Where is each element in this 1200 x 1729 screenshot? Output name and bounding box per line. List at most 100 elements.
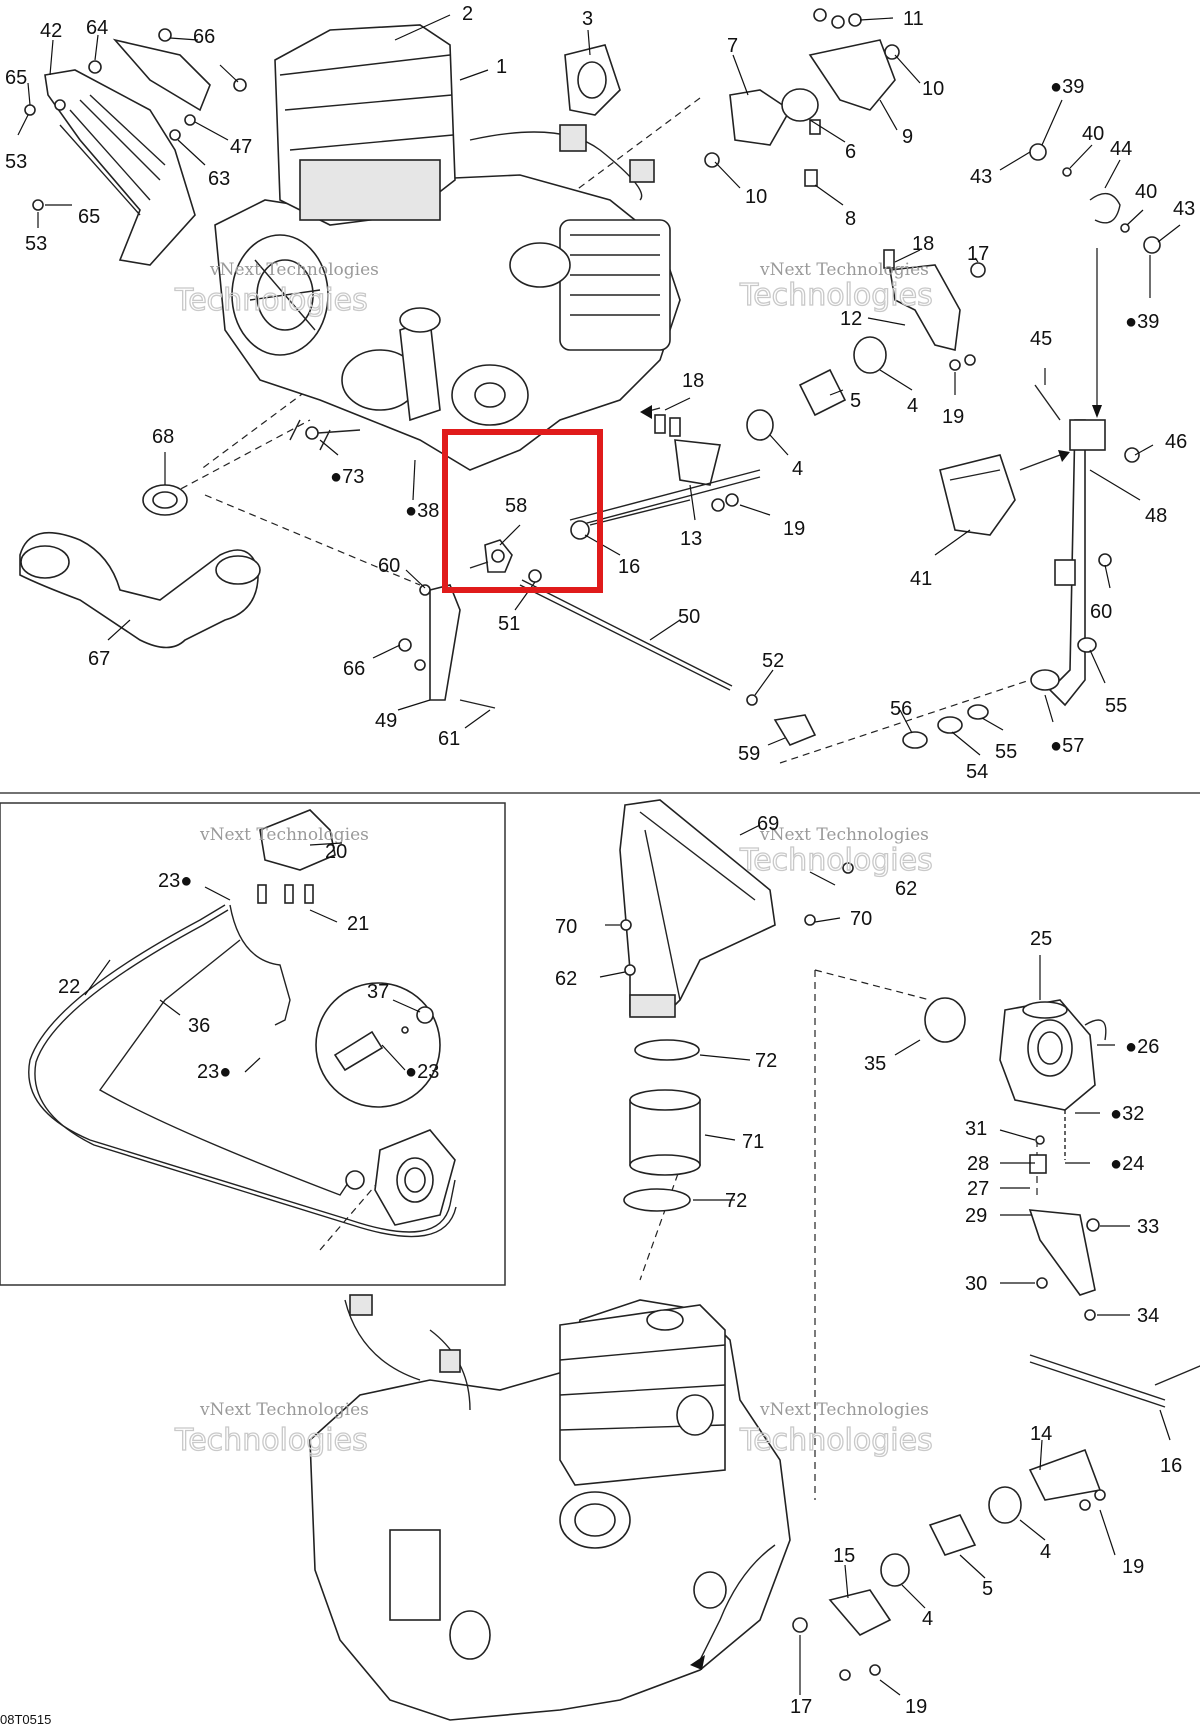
callout-number: 28: [967, 1153, 989, 1175]
callout-number: 47: [230, 136, 252, 158]
callout-31: 31: [965, 1118, 987, 1140]
callout-number: 58: [505, 495, 527, 517]
svg-text:Technologies: Technologies: [739, 843, 933, 878]
callout-number: 53: [25, 233, 47, 255]
callout-number: 54: [966, 761, 988, 783]
callout-19: 19: [1122, 1556, 1144, 1578]
callout-5: 5: [850, 390, 861, 412]
callout-number: 45: [1030, 328, 1052, 350]
callout-52: 52: [762, 650, 784, 672]
callout-number: 72: [725, 1190, 747, 1212]
bracket-group-6-11: [704, 8, 900, 187]
callout-number: 39: [1137, 311, 1159, 333]
callout-68: 68: [152, 426, 174, 448]
callout-9: 9: [902, 126, 913, 148]
callout-50: 50: [678, 606, 700, 628]
callout-number: 43: [970, 166, 992, 188]
callout-number: 62: [555, 968, 577, 990]
oil-drop-icon: ●: [1110, 1103, 1122, 1125]
carburetor-25: [924, 997, 1107, 1321]
callout-36: 36: [188, 1015, 210, 1037]
tie-rod-end-58: [469, 499, 691, 583]
callout-65: 65: [5, 67, 27, 89]
callout-number: 39: [1062, 76, 1084, 98]
engine-mount-4-5-top: [640, 336, 887, 441]
oil-drop-icon: ●: [330, 466, 342, 488]
callout-number: 56: [890, 698, 912, 720]
svg-text:vNext Technologies: vNext Technologies: [199, 1400, 369, 1420]
airbox-69: [619, 799, 854, 1018]
callout-27: 27: [967, 1178, 989, 1200]
callout-number: 34: [1137, 1305, 1159, 1327]
oil-drop-icon: ●: [1125, 1036, 1137, 1058]
callout-39: ●39: [1125, 311, 1159, 333]
callout-number: 5: [850, 390, 861, 412]
linkage-rod-group: [398, 579, 989, 749]
callout-number: 70: [555, 916, 577, 938]
callout-number: 16: [1160, 1455, 1182, 1477]
callout-number: 13: [680, 528, 702, 550]
callout-4: 4: [792, 458, 803, 480]
oil-drop-icon: ●: [219, 1061, 231, 1083]
callout-number: 33: [1137, 1216, 1159, 1238]
callout-62: 62: [895, 878, 917, 900]
callout-number: 48: [1145, 505, 1167, 527]
callout-number: 40: [1082, 123, 1104, 145]
callout-number: 9: [902, 126, 913, 148]
callout-number: 22: [58, 976, 80, 998]
svg-text:Technologies: Technologies: [739, 1423, 933, 1458]
callout-64: 64: [86, 17, 108, 39]
callout-70: 70: [850, 908, 872, 930]
callout-59: 59: [738, 743, 760, 765]
callout-60: 60: [1090, 601, 1112, 623]
callout-69: 69: [757, 813, 779, 835]
callout-72: 72: [725, 1190, 747, 1212]
intake-boot-71: [623, 1039, 701, 1212]
callout-25: 25: [1030, 928, 1052, 950]
callout-40: 40: [1135, 181, 1157, 203]
callout-23: 23●: [197, 1061, 231, 1083]
callout-number: 25: [1030, 928, 1052, 950]
callout-number: 35: [864, 1053, 886, 1075]
callout-58: 58: [505, 495, 527, 517]
callout-16: 16: [1160, 1455, 1182, 1477]
callout-number: 66: [193, 26, 215, 48]
callout-17: 17: [790, 1696, 812, 1718]
callout-66: 66: [193, 26, 215, 48]
callout-43: 43: [1173, 198, 1195, 220]
callout-number: 6: [845, 141, 856, 163]
callout-26: ●26: [1125, 1036, 1159, 1058]
callout-number: 7: [727, 35, 738, 57]
oil-drop-icon: ●: [180, 870, 192, 892]
svg-text:Technologies: Technologies: [174, 283, 368, 318]
inset-frame: [0, 802, 506, 1286]
callout-number: 52: [762, 650, 784, 672]
callout-number: 4: [922, 1608, 933, 1630]
callout-46: 46: [1165, 431, 1187, 453]
callout-56: 56: [890, 698, 912, 720]
callout-number: 19: [905, 1696, 927, 1718]
callout-number: 44: [1110, 138, 1132, 160]
callout-number: 4: [1040, 1541, 1051, 1563]
callout-10: 10: [745, 186, 767, 208]
air-intake-hose: [19, 426, 361, 649]
callout-1: 1: [496, 56, 507, 78]
callout-number: 5: [982, 1578, 993, 1600]
callout-55: 55: [1105, 695, 1127, 717]
callout-number: 61: [438, 728, 460, 750]
callout-number: 23: [417, 1061, 439, 1083]
callout-29: 29: [965, 1205, 987, 1227]
callout-number: 21: [347, 913, 369, 935]
highlight-box: [442, 429, 603, 593]
callout-17: 17: [967, 243, 989, 265]
callout-number: 37: [367, 981, 389, 1003]
svg-text:Technologies: Technologies: [739, 278, 933, 313]
callout-number: 40: [1135, 181, 1157, 203]
callout-number: 10: [922, 78, 944, 100]
callout-number: 15: [833, 1545, 855, 1567]
callout-3: 3: [582, 8, 593, 30]
callout-number: 50: [678, 606, 700, 628]
callout-40: 40: [1082, 123, 1104, 145]
callout-24: ●24: [1110, 1153, 1144, 1175]
callout-57: ●57: [1050, 735, 1084, 757]
